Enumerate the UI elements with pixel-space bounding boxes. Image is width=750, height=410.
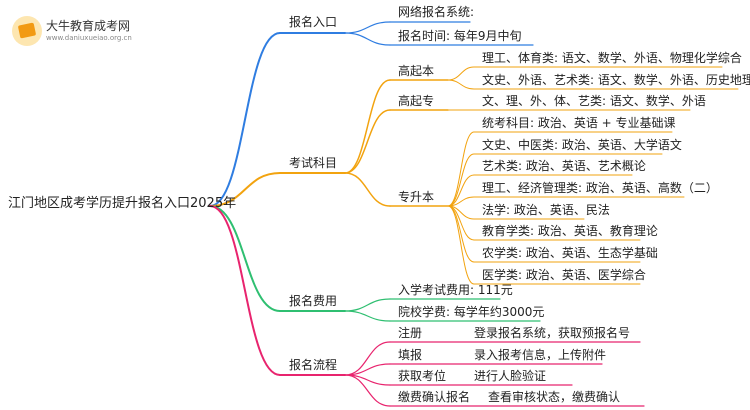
edge-subjects-gqz — [344, 109, 391, 174]
edge-root-process — [209, 205, 281, 376]
edge-zsb-leaf — [447, 205, 475, 263]
branch-fees: 报名费用 — [289, 294, 338, 308]
gqb-item: 理工、体育类: 语文、数学、外语、物理化学综合 — [482, 51, 742, 65]
logo-badge-icon — [12, 16, 42, 46]
zsb-item: 文史、中医类: 政治、英语、大学语文 — [482, 138, 682, 152]
edge-fees-leaf — [344, 298, 391, 312]
subnode-gqz: 高起专 — [398, 94, 435, 108]
edge-process-step — [344, 341, 391, 376]
edge-fees-leaf — [344, 310, 391, 322]
edge-root-fees — [209, 205, 281, 312]
edge-subjects-gqb — [344, 79, 391, 174]
edge-entry-leaf — [344, 21, 391, 34]
process-step-desc: 查看审核状态，缴费确认 — [488, 390, 621, 404]
zsb-item: 医学类: 政治、英语、医学综合 — [482, 268, 646, 282]
process-step-desc: 进行人脸验证 — [474, 369, 547, 383]
gqz-item: 文、理、外、体、艺类: 语文、数学、外语 — [482, 94, 706, 108]
branch-process: 报名流程 — [289, 358, 338, 372]
zsb-item: 统考科目: 政治、英语 + 专业基础课 — [482, 116, 676, 130]
edge-root-subjects — [209, 172, 281, 207]
zsb-item: 理工、经济管理类: 政治、英语、高数（二） — [482, 181, 718, 195]
gqb-item: 文史、外语、艺术类: 语文、数学、外语、历史地理综合 — [482, 73, 750, 87]
edge-gqb-leaf — [447, 79, 475, 90]
edge-zsb-leaf — [447, 131, 475, 207]
entry-item: 报名时间: 每年9月中旬 — [398, 29, 522, 43]
site-logo: 大牛教育成考网 www.daniuxueiao.org.cn — [12, 16, 162, 48]
fee-item: 入学考试费用: 111元 — [398, 283, 513, 297]
edge-zsb-leaf — [447, 205, 475, 285]
branch-entry: 报名入口 — [289, 15, 338, 29]
process-step-name: 注册 — [398, 326, 423, 340]
edge-process-step — [344, 374, 391, 407]
fee-item: 院校学费: 每学年约3000元 — [398, 305, 545, 319]
zsb-item: 法学: 政治、英语、民法 — [482, 203, 610, 217]
branch-subjects: 考试科目 — [289, 156, 338, 170]
process-step-name: 获取考位 — [398, 369, 447, 383]
subnode-gqb: 高起本 — [398, 64, 435, 78]
zsb-item: 农学类: 政治、英语、生态学基础 — [482, 246, 658, 260]
zsb-item: 教育学类: 政治、英语、教育理论 — [482, 224, 658, 238]
process-step-desc: 登录报名系统，获取预报名号 — [474, 326, 631, 340]
edge-root-entry — [209, 32, 281, 207]
process-step-name: 缴费确认报名 — [398, 390, 471, 404]
edge-gqb-leaf — [447, 66, 475, 81]
process-step-name: 填报 — [398, 348, 423, 362]
edge-zsb-leaf — [447, 153, 475, 207]
edge-entry-leaf — [344, 32, 391, 46]
edge-zsb-leaf — [447, 174, 475, 207]
process-step-desc: 录入报考信息，上传附件 — [474, 348, 607, 362]
entry-item: 网络报名系统: — [398, 5, 475, 19]
subnode-zsb: 专升本 — [398, 190, 435, 204]
zsb-item: 艺术类: 政治、英语、艺术概论 — [482, 159, 646, 173]
logo-name: 大牛教育成考网 — [46, 19, 131, 33]
logo-url: www.daniuxueiao.org.cn — [46, 34, 132, 42]
book-icon — [17, 22, 37, 39]
root-node: 江门地区成考学历提升报名入口2025年 — [8, 196, 237, 211]
edge-subjects-zsb — [344, 172, 391, 207]
